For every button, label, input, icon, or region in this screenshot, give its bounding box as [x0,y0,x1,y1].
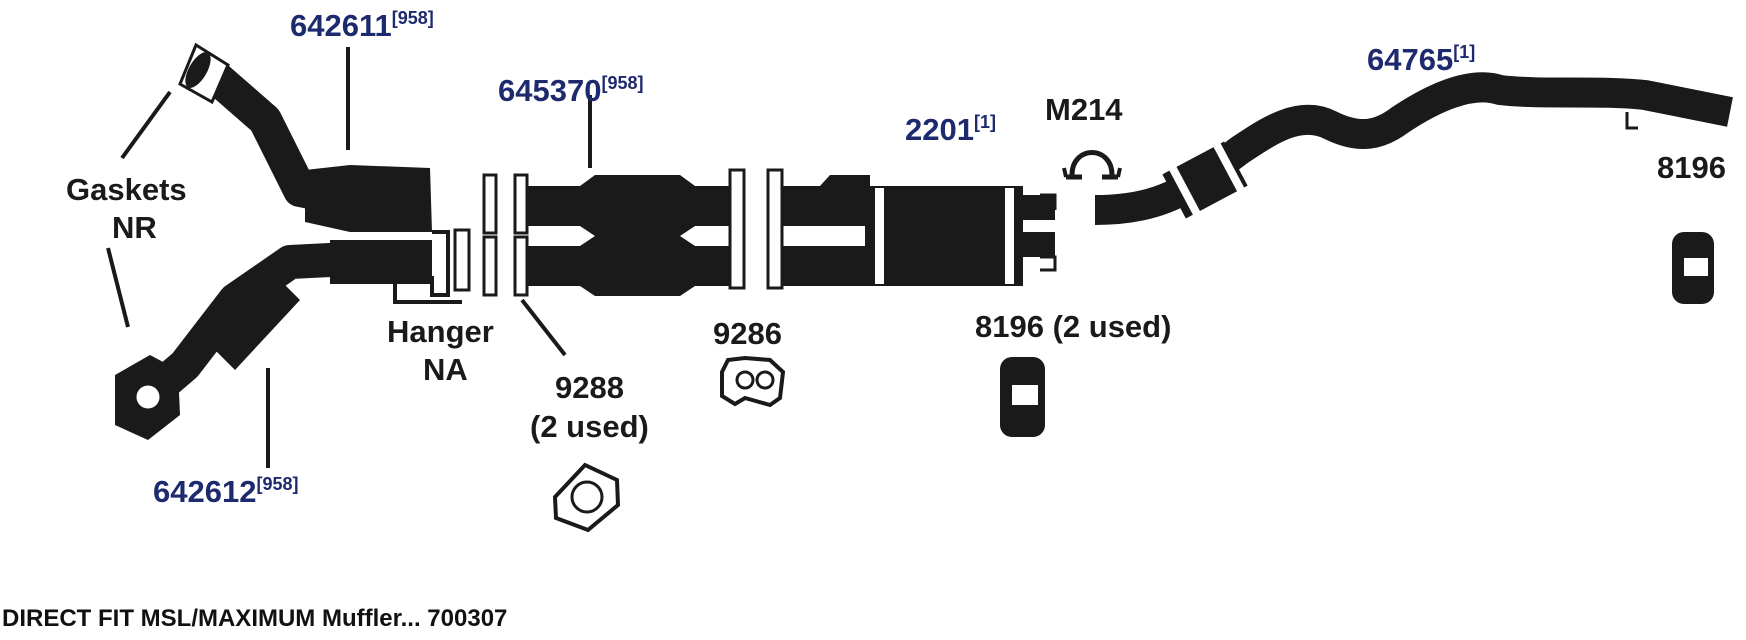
part-number-64765: 64765[1] [1367,42,1475,77]
muffler-inlet-pipes [782,175,870,286]
part-number-642611: 642611[958] [290,8,434,43]
muffler-2201 [865,186,1057,286]
hanger-bracket [393,228,471,304]
flange-set-9286 [728,168,784,290]
part-number-9288-line1: 9288 [555,370,624,405]
gaskets-label-line2: NR [112,210,157,245]
hanger-label-line1: Hanger [387,314,494,349]
part-number-8196-right: 8196 [1657,150,1726,185]
footer-caption: DIRECT FIT MSL/MAXIMUM Muffler... 700307 [2,605,508,632]
flange-set-9288 [482,173,529,297]
part-number-8196-middle: 8196 (2 used) [975,309,1171,344]
part-number-642612: 642612[958] [153,474,298,509]
rubber-hanger-8196-middle [1000,357,1045,437]
tailpipe-64765 [1094,72,1733,225]
intermediate-pipe-645370 [528,175,730,296]
part-number-645370: 645370[958] [498,73,643,108]
part-number-9288-line2: (2 used) [530,409,649,444]
part-number-m214: M214 [1045,92,1123,127]
clamp-m214 [1062,150,1122,180]
converter-642611 [178,42,432,232]
part-number-9286: 9286 [713,316,782,351]
gasket-9288 [552,462,621,533]
converter-642612 [115,240,432,440]
leader-lines [106,47,592,468]
rubber-hanger-8196-right [1672,232,1714,304]
hanger-label-line2: NA [423,352,468,387]
part-number-2201: 2201[1] [905,112,996,147]
gaskets-label-line1: Gaskets [66,172,187,207]
gasket-9286 [720,355,786,408]
